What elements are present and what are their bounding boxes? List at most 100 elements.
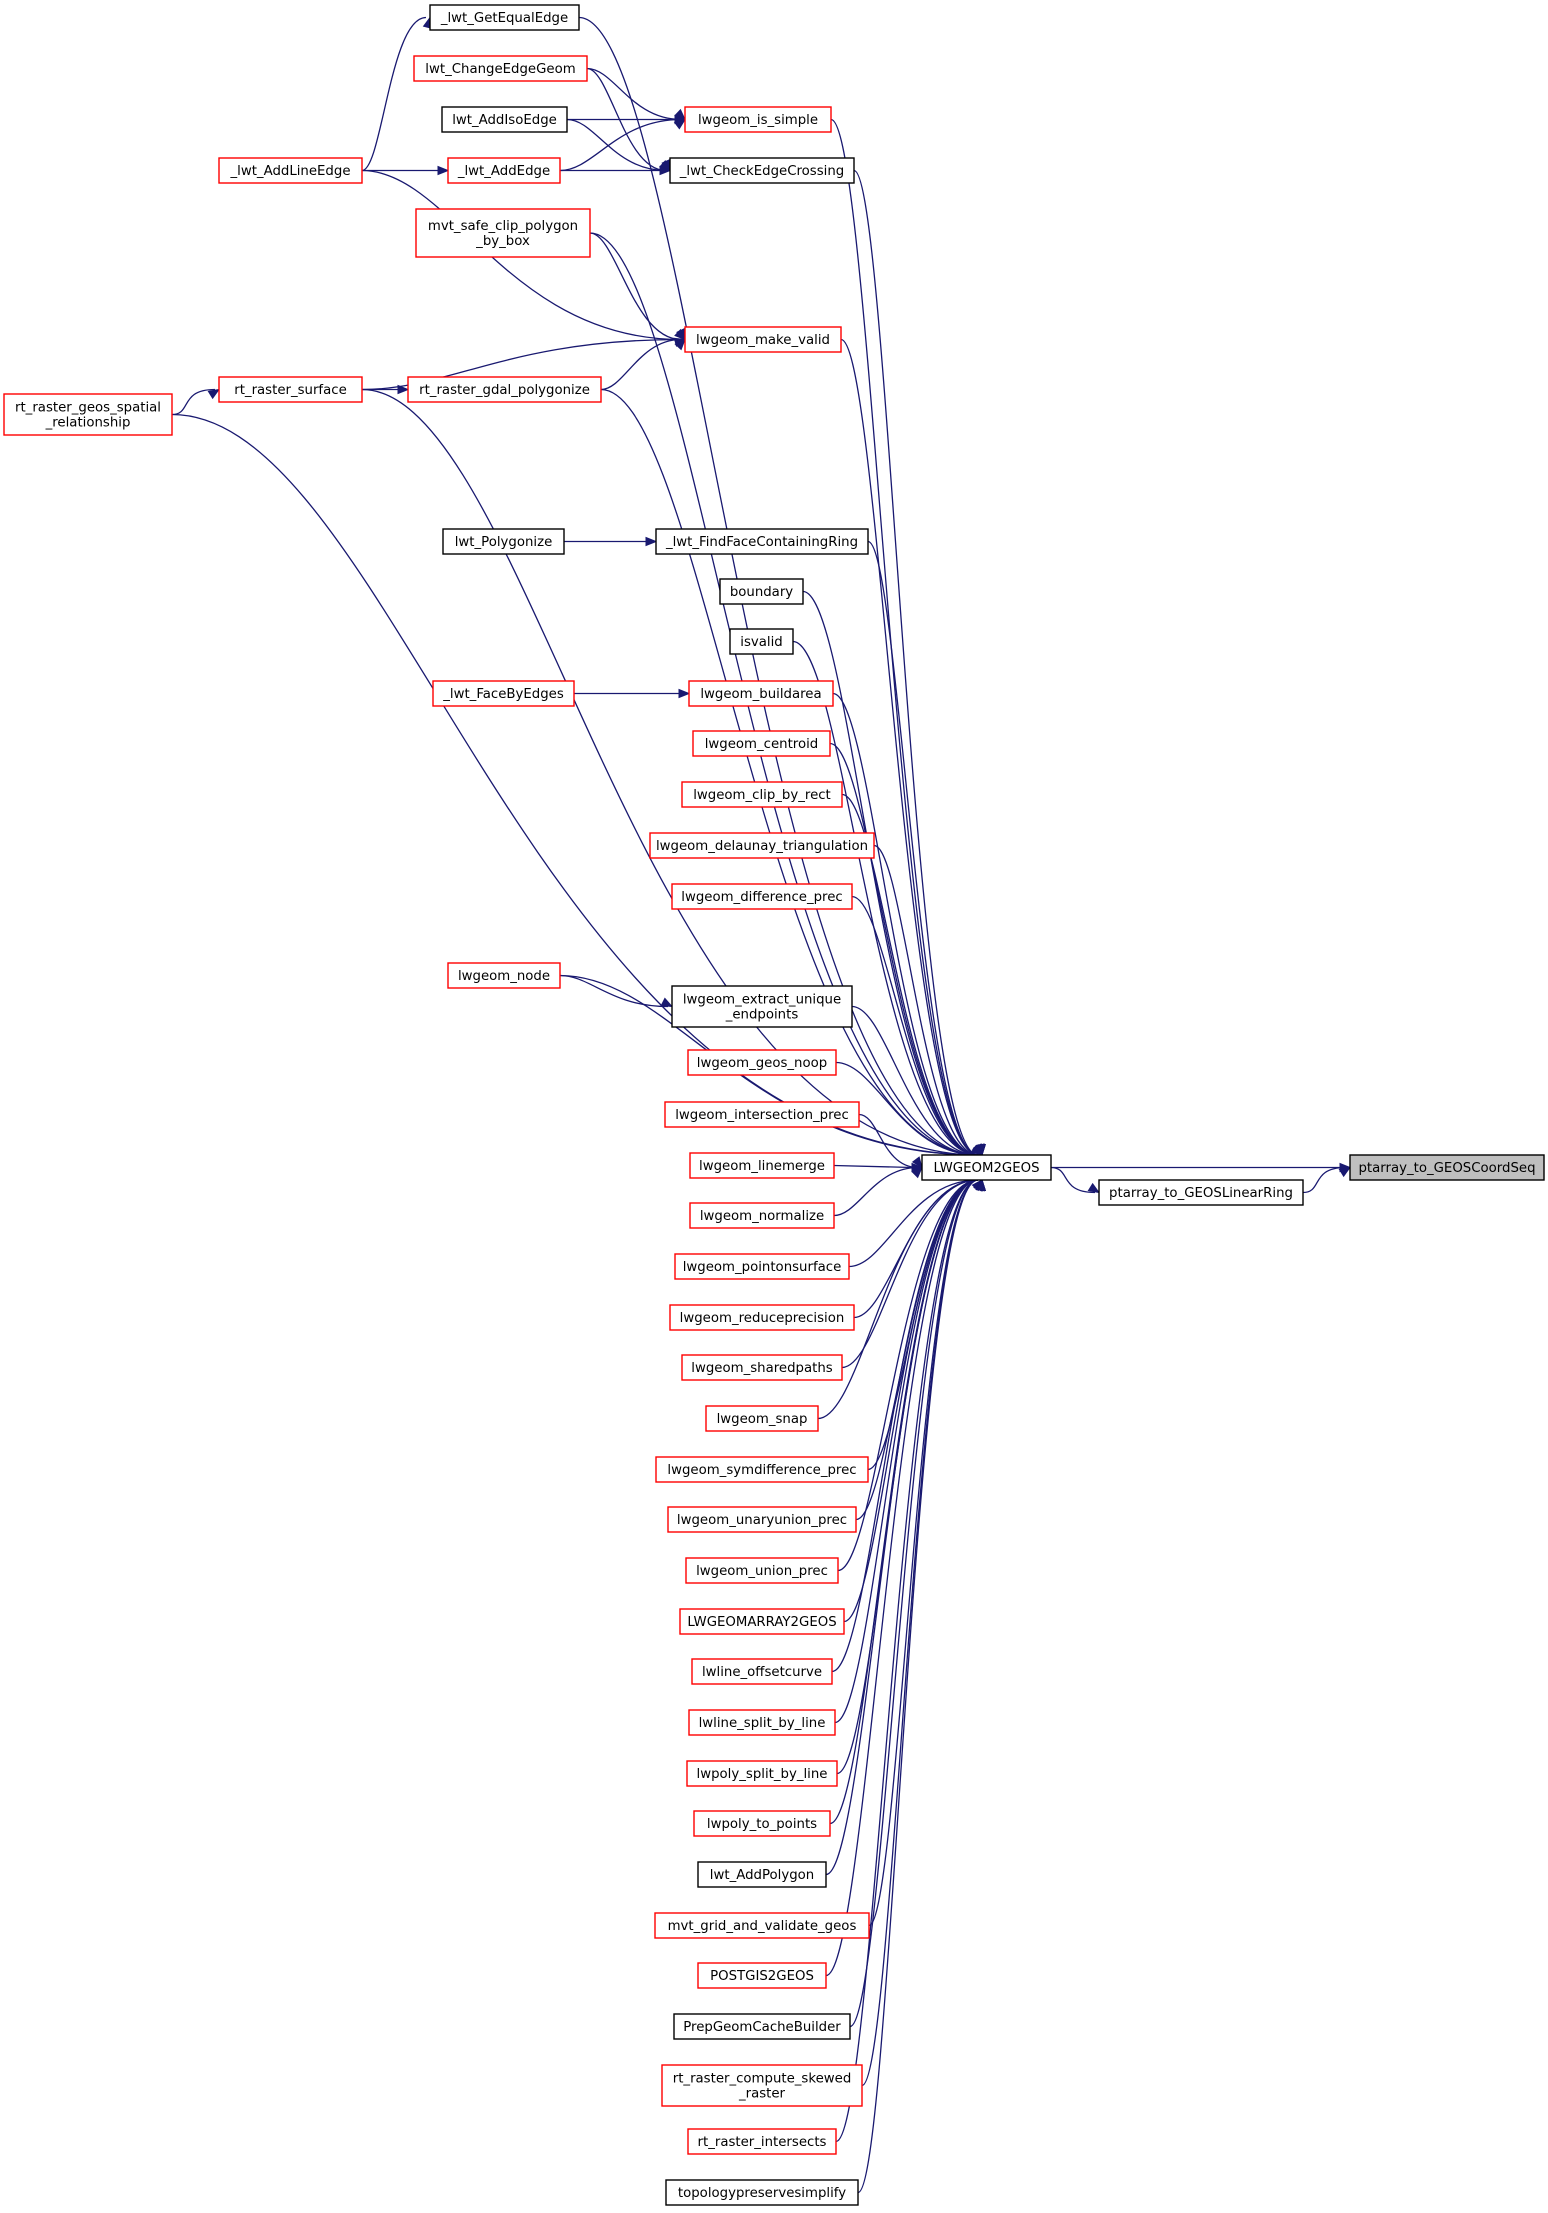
arrowhead	[911, 1166, 923, 1179]
node-label: lwt_Polygonize	[455, 535, 553, 550]
node-label: lwgeom_is_simple	[698, 113, 818, 128]
node-lwpoly-to-points[interactable]: lwpoly_to_points	[693, 1810, 831, 1837]
edge-lwgeom-intersection-prec-to-lwgeom2geos	[858, 1113, 923, 1169]
node-label: PrepGeomCacheBuilder	[683, 2020, 841, 2035]
node-label: lwgeom_geos_noop	[697, 1056, 827, 1071]
node-ptarray-to-geoslinearring[interactable]: ptarray_to_GEOSLinearRing	[1098, 1179, 1304, 1206]
node-label: isvalid	[740, 635, 782, 650]
node-label: lwt_AddPolygon	[710, 1868, 814, 1883]
node-lwt-polygonize[interactable]: lwt_Polygonize	[442, 528, 565, 555]
node-lwgeom-snap[interactable]: lwgeom_snap	[705, 1405, 819, 1432]
node-lwgeom-centroid[interactable]: lwgeom_centroid	[692, 730, 831, 757]
node-box	[669, 157, 855, 184]
node-lwgeom-difference-prec[interactable]: lwgeom_difference_prec	[671, 883, 853, 910]
node-label: lwgeom_difference_prec	[681, 890, 842, 905]
node-lwgeom-make-valid[interactable]: lwgeom_make_valid	[684, 326, 842, 353]
node-lwgeom-clip-by-rect[interactable]: lwgeom_clip_by_rect	[681, 781, 843, 808]
edge-lwt-addisoedge-to-lwt-checkedgecrossing	[566, 118, 672, 172]
node-label: lwgeom_linemerge	[699, 1159, 825, 1174]
node-rt-raster-intersects[interactable]: rt_raster_intersects	[687, 2128, 837, 2155]
node-box	[679, 1608, 845, 1635]
node-lwgeom-union-prec[interactable]: lwgeom_union_prec	[685, 1557, 839, 1584]
node-lwgeom-delaunay-triangulation[interactable]: lwgeom_delaunay_triangulation	[649, 832, 875, 859]
node-box	[719, 578, 804, 605]
node-lwgeom-reduceprecision[interactable]: lwgeom_reduceprecision	[669, 1304, 855, 1331]
node-label: mvt_grid_and_validate_geos	[668, 1919, 857, 1934]
edge-topologypreservesimplify-to-lwgeom2geos	[857, 1178, 987, 2194]
node-lwt-checkedgecrossing[interactable]: _lwt_CheckEdgeCrossing	[669, 157, 855, 184]
node-lwgeom-symdifference-prec[interactable]: lwgeom_symdifference_prec	[655, 1456, 869, 1483]
node-label: lwgeom_node	[458, 969, 550, 984]
node-box	[921, 1154, 1052, 1181]
node-label: LWGEOMARRAY2GEOS	[687, 1615, 836, 1630]
arrowhead	[659, 165, 672, 176]
node-label: rt_raster_compute_skewed	[673, 2072, 852, 2087]
node-lwgeom2geos[interactable]: LWGEOM2GEOS	[921, 1154, 1052, 1181]
node-lwt-addisoedge[interactable]: lwt_AddIsoEdge	[441, 106, 568, 133]
edge-rt-raster-gdal-polygonize-to-lwgeom-make-valid	[600, 338, 686, 391]
node-label: lwgeom_unaryunion_prec	[677, 1513, 847, 1528]
node-mvt-safe-clip-polygon-by-box[interactable]: mvt_safe_clip_polygon_by_box	[415, 208, 591, 258]
edge-ptarray-to-geoslinearring-to-ptarray-to-geoscoordseq	[1302, 1166, 1352, 1194]
node-topologypreservesimplify[interactable]: topologypreservesimplify	[665, 2179, 859, 2206]
node-mvt-grid-and-validate-geos[interactable]: mvt_grid_and_validate_geos	[654, 1912, 870, 1939]
node-isvalid[interactable]: isvalid	[729, 628, 794, 655]
node-label: lwt_ChangeEdgeGeom	[425, 62, 575, 77]
node-lwt-facebyedges[interactable]: _lwt_FaceByEdges	[432, 680, 575, 707]
node-lwgeom-buildarea[interactable]: lwgeom_buildarea	[688, 680, 834, 707]
edge-lwt-addedge-to-lwgeom-is-simple	[559, 118, 687, 172]
node-rt-raster-surface[interactable]: rt_raster_surface	[218, 376, 363, 403]
node-ptarray-to-geoscoordseq[interactable]: ptarray_to_GEOSCoordSeq	[1349, 1154, 1545, 1181]
node-lwgeom-extract-unique-endpoints[interactable]: lwgeom_extract_unique_endpoints	[671, 985, 853, 1028]
node-rt-raster-compute-skewed-raster[interactable]: rt_raster_compute_skewed_raster	[661, 2064, 863, 2107]
arrowhead	[1338, 1166, 1352, 1178]
arrowhead	[678, 688, 691, 699]
node-lwgeom-pointonsurface[interactable]: lwgeom_pointonsurface	[674, 1253, 850, 1280]
node-lwt-addpolygon[interactable]: lwt_AddPolygon	[697, 1861, 827, 1888]
node-lwgeom-sharedpaths[interactable]: lwgeom_sharedpaths	[681, 1354, 843, 1381]
node-label: lwgeom_reduceprecision	[680, 1311, 845, 1326]
node-lwgeom-node[interactable]: lwgeom_node	[447, 962, 561, 989]
node-label: _lwt_CheckEdgeCrossing	[679, 164, 844, 179]
node-box	[665, 2179, 859, 2206]
node-lwgeom-linemerge[interactable]: lwgeom_linemerge	[689, 1152, 835, 1179]
edge-lwgeom-make-valid-to-lwgeom2geos	[840, 338, 986, 1157]
node-lwpoly-split-by-line[interactable]: lwpoly_split_by_line	[686, 1760, 838, 1787]
node-lwt-changeedgegeom[interactable]: lwt_ChangeEdgeGeom	[413, 55, 588, 82]
node-lwgeom-is-simple[interactable]: lwgeom_is_simple	[684, 106, 832, 133]
arrowhead	[207, 388, 221, 400]
node-lwgeom-intersection-prec[interactable]: lwgeom_intersection_prec	[664, 1101, 860, 1128]
node-box	[655, 528, 869, 555]
node-lwt-addlineedge[interactable]: _lwt_AddLineEdge	[218, 157, 363, 184]
node-lwgeom-unaryunion-prec[interactable]: lwgeom_unaryunion_prec	[667, 1506, 857, 1533]
node-lwline-split-by-line[interactable]: lwline_split_by_line	[688, 1709, 836, 1736]
node-lwgeom-geos-noop[interactable]: lwgeom_geos_noop	[687, 1049, 837, 1076]
node-box	[688, 680, 834, 707]
node-rt-raster-gdal-polygonize[interactable]: rt_raster_gdal_polygonize	[407, 376, 602, 403]
node-rt-raster-geos-spatial-relationship[interactable]: rt_raster_geos_spatial_relationship	[3, 393, 173, 436]
node-label: _lwt_FaceByEdges	[442, 687, 564, 702]
node-boundary[interactable]: boundary	[719, 578, 804, 605]
node-label: lwgeom_clip_by_rect	[693, 788, 831, 803]
node-box	[442, 528, 565, 555]
node-lwgeomarray2geos[interactable]: LWGEOMARRAY2GEOS	[679, 1608, 845, 1635]
node-box	[1098, 1179, 1304, 1206]
node-prepgeomcachebuilder[interactable]: PrepGeomCacheBuilder	[673, 2013, 851, 2040]
node-box	[684, 106, 832, 133]
node-label: lwgeom_delaunay_triangulation	[656, 839, 868, 854]
node-postgis2geos[interactable]: POSTGIS2GEOS	[697, 1962, 827, 1989]
node-lwt-addedge[interactable]: _lwt_AddEdge	[447, 157, 561, 184]
node-lwline-offsetcurve[interactable]: lwline_offsetcurve	[691, 1658, 833, 1685]
node-lwt-findfacecontainingring[interactable]: _lwt_FindFaceContainingRing	[655, 528, 869, 555]
node-label: ptarray_to_GEOSCoordSeq	[1358, 1161, 1535, 1176]
node-box	[671, 883, 853, 910]
node-box	[691, 1658, 833, 1685]
edge-lwt-addedge-to-lwt-checkedgecrossing	[560, 165, 672, 176]
node-lwt-getequaledge[interactable]: _lwt_GetEqualEdge	[429, 4, 580, 31]
node-lwgeom-normalize[interactable]: lwgeom_normalize	[689, 1202, 835, 1229]
node-box	[441, 106, 568, 133]
edge-lwgeom-normalize-to-lwgeom2geos	[833, 1166, 923, 1217]
edge-lwgeom2geos-to-ptarray-to-geoscoordseq	[1051, 1162, 1352, 1173]
node-label: lwpoly_split_by_line	[697, 1767, 828, 1782]
node-box	[684, 326, 842, 353]
